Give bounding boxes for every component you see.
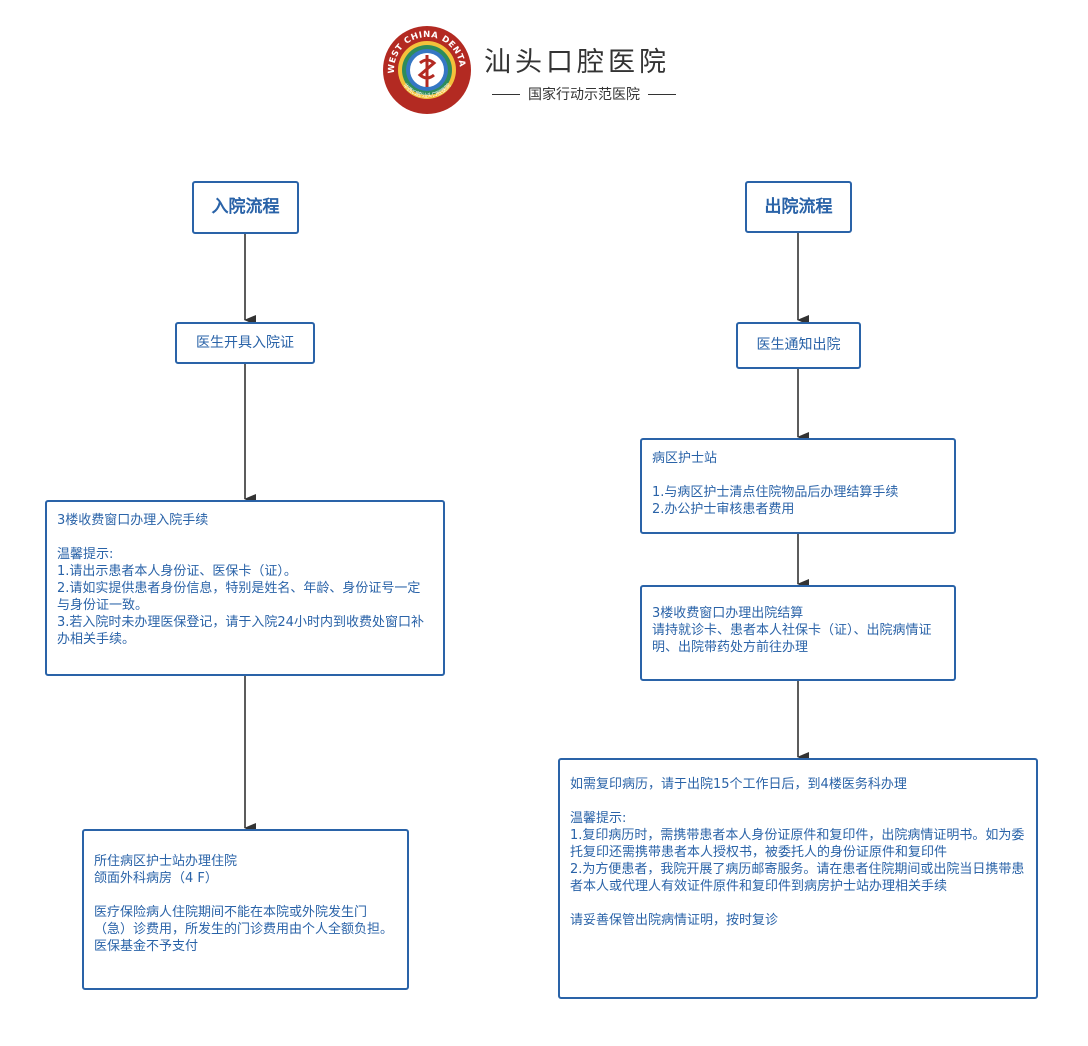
hospital-subtitle: 国家行动示范医院 — [528, 87, 640, 103]
admission-step2-line: 3楼收费窗口办理入院手续 — [57, 513, 209, 528]
discharge-step2-line — [652, 467, 944, 484]
discharge-step2-line: 病区护士站 — [652, 451, 718, 466]
hospital-logo: WEST CHINA DENTAL 华西口腔汕头口腔医院 — [382, 25, 471, 114]
hospital-name: 汕头口腔医院 — [484, 47, 670, 78]
discharge-step4-line: 温馨提示: — [570, 811, 627, 826]
discharge-step2-box: 病区护士站 1.与病区护士清点住院物品后办理结算手续 2.办公护士审核患者费用 — [640, 438, 956, 534]
subtitle-rule-right — [648, 93, 676, 95]
admission-step2-line: 3.若入院时未办理医保登记，请于入院24小时内到收费处窗口补办相关手续。 — [57, 615, 424, 647]
discharge-step3-line: 3楼收费窗口办理出院结算 — [652, 606, 804, 621]
discharge-title: 出院流程 — [764, 196, 833, 217]
discharge-step4-line: 如需复印病历，请于出院15个工作日后，到4楼医务科办理 — [570, 777, 907, 792]
admission-step1: 医生开具入院证 — [196, 334, 294, 351]
discharge-step4-line: 2.为方便患者，我院开展了病历邮寄服务。请在患者住院期间或出院当日携带患者本人或… — [570, 862, 1025, 894]
admission-title-box: 入院流程 — [192, 181, 299, 234]
discharge-step3-line: 请持就诊卡、患者本人社保卡（证）、出院病情证明、出院带药处方前往办理 — [652, 623, 932, 655]
admission-step2-box: 3楼收费窗口办理入院手续 温馨提示: 1.请出示患者本人身份证、医保卡（证）。 … — [45, 500, 445, 676]
subtitle-rule-left — [492, 93, 520, 95]
discharge-step1-box: 医生通知出院 — [736, 322, 861, 369]
admission-step2-line: 2.请如实提供患者身份信息，特别是姓名、年龄、身份证号一定与身份证一致。 — [57, 581, 421, 613]
discharge-step4-line: 请妥善保管出院病情证明，按时复诊 — [570, 913, 779, 928]
admission-step2-line: 1.请出示患者本人身份证、医保卡（证）。 — [57, 564, 297, 579]
admission-step3-box: 所住病区护士站办理住院 颌面外科病房（4 F） 医疗保险病人住院期间不能在本院或… — [82, 829, 409, 990]
discharge-step1: 医生通知出院 — [756, 337, 841, 353]
discharge-step4-line: 1.复印病历时，需携带患者本人身份证原件和复印件，出院病情证明书。如为委托复印还… — [570, 828, 1025, 860]
discharge-step2-line: 1.与病区护士清点住院物品后办理结算手续 — [652, 485, 899, 500]
discharge-title-box: 出院流程 — [745, 181, 852, 233]
admission-step2-line: 温馨提示: — [57, 547, 114, 562]
discharge-step3-box: 3楼收费窗口办理出院结算 请持就诊卡、患者本人社保卡（证）、出院病情证明、出院带… — [640, 585, 956, 681]
discharge-step4-box: 如需复印病历，请于出院15个工作日后，到4楼医务科办理 温馨提示: 1.复印病历… — [558, 758, 1038, 999]
discharge-step2-line: 2.办公护士审核患者费用 — [652, 502, 795, 517]
admission-step3-line: 医疗保险病人住院期间不能在本院或外院发生门（急）诊费用，所发生的门诊费用由个人全… — [94, 905, 394, 954]
admission-title: 入院流程 — [211, 197, 280, 217]
hospital-subtitle-row: 国家行动示范医院 — [484, 84, 684, 104]
admission-step1-box: 医生开具入院证 — [175, 322, 315, 364]
admission-step3-line: 颌面外科病房（4 F） — [94, 871, 218, 886]
admission-step2-line — [57, 529, 433, 546]
admission-step3-line — [94, 887, 397, 904]
discharge-step4-line — [570, 793, 1026, 810]
discharge-step4-line — [570, 895, 1026, 912]
admission-step3-line: 所住病区护士站办理住院 — [94, 854, 238, 869]
